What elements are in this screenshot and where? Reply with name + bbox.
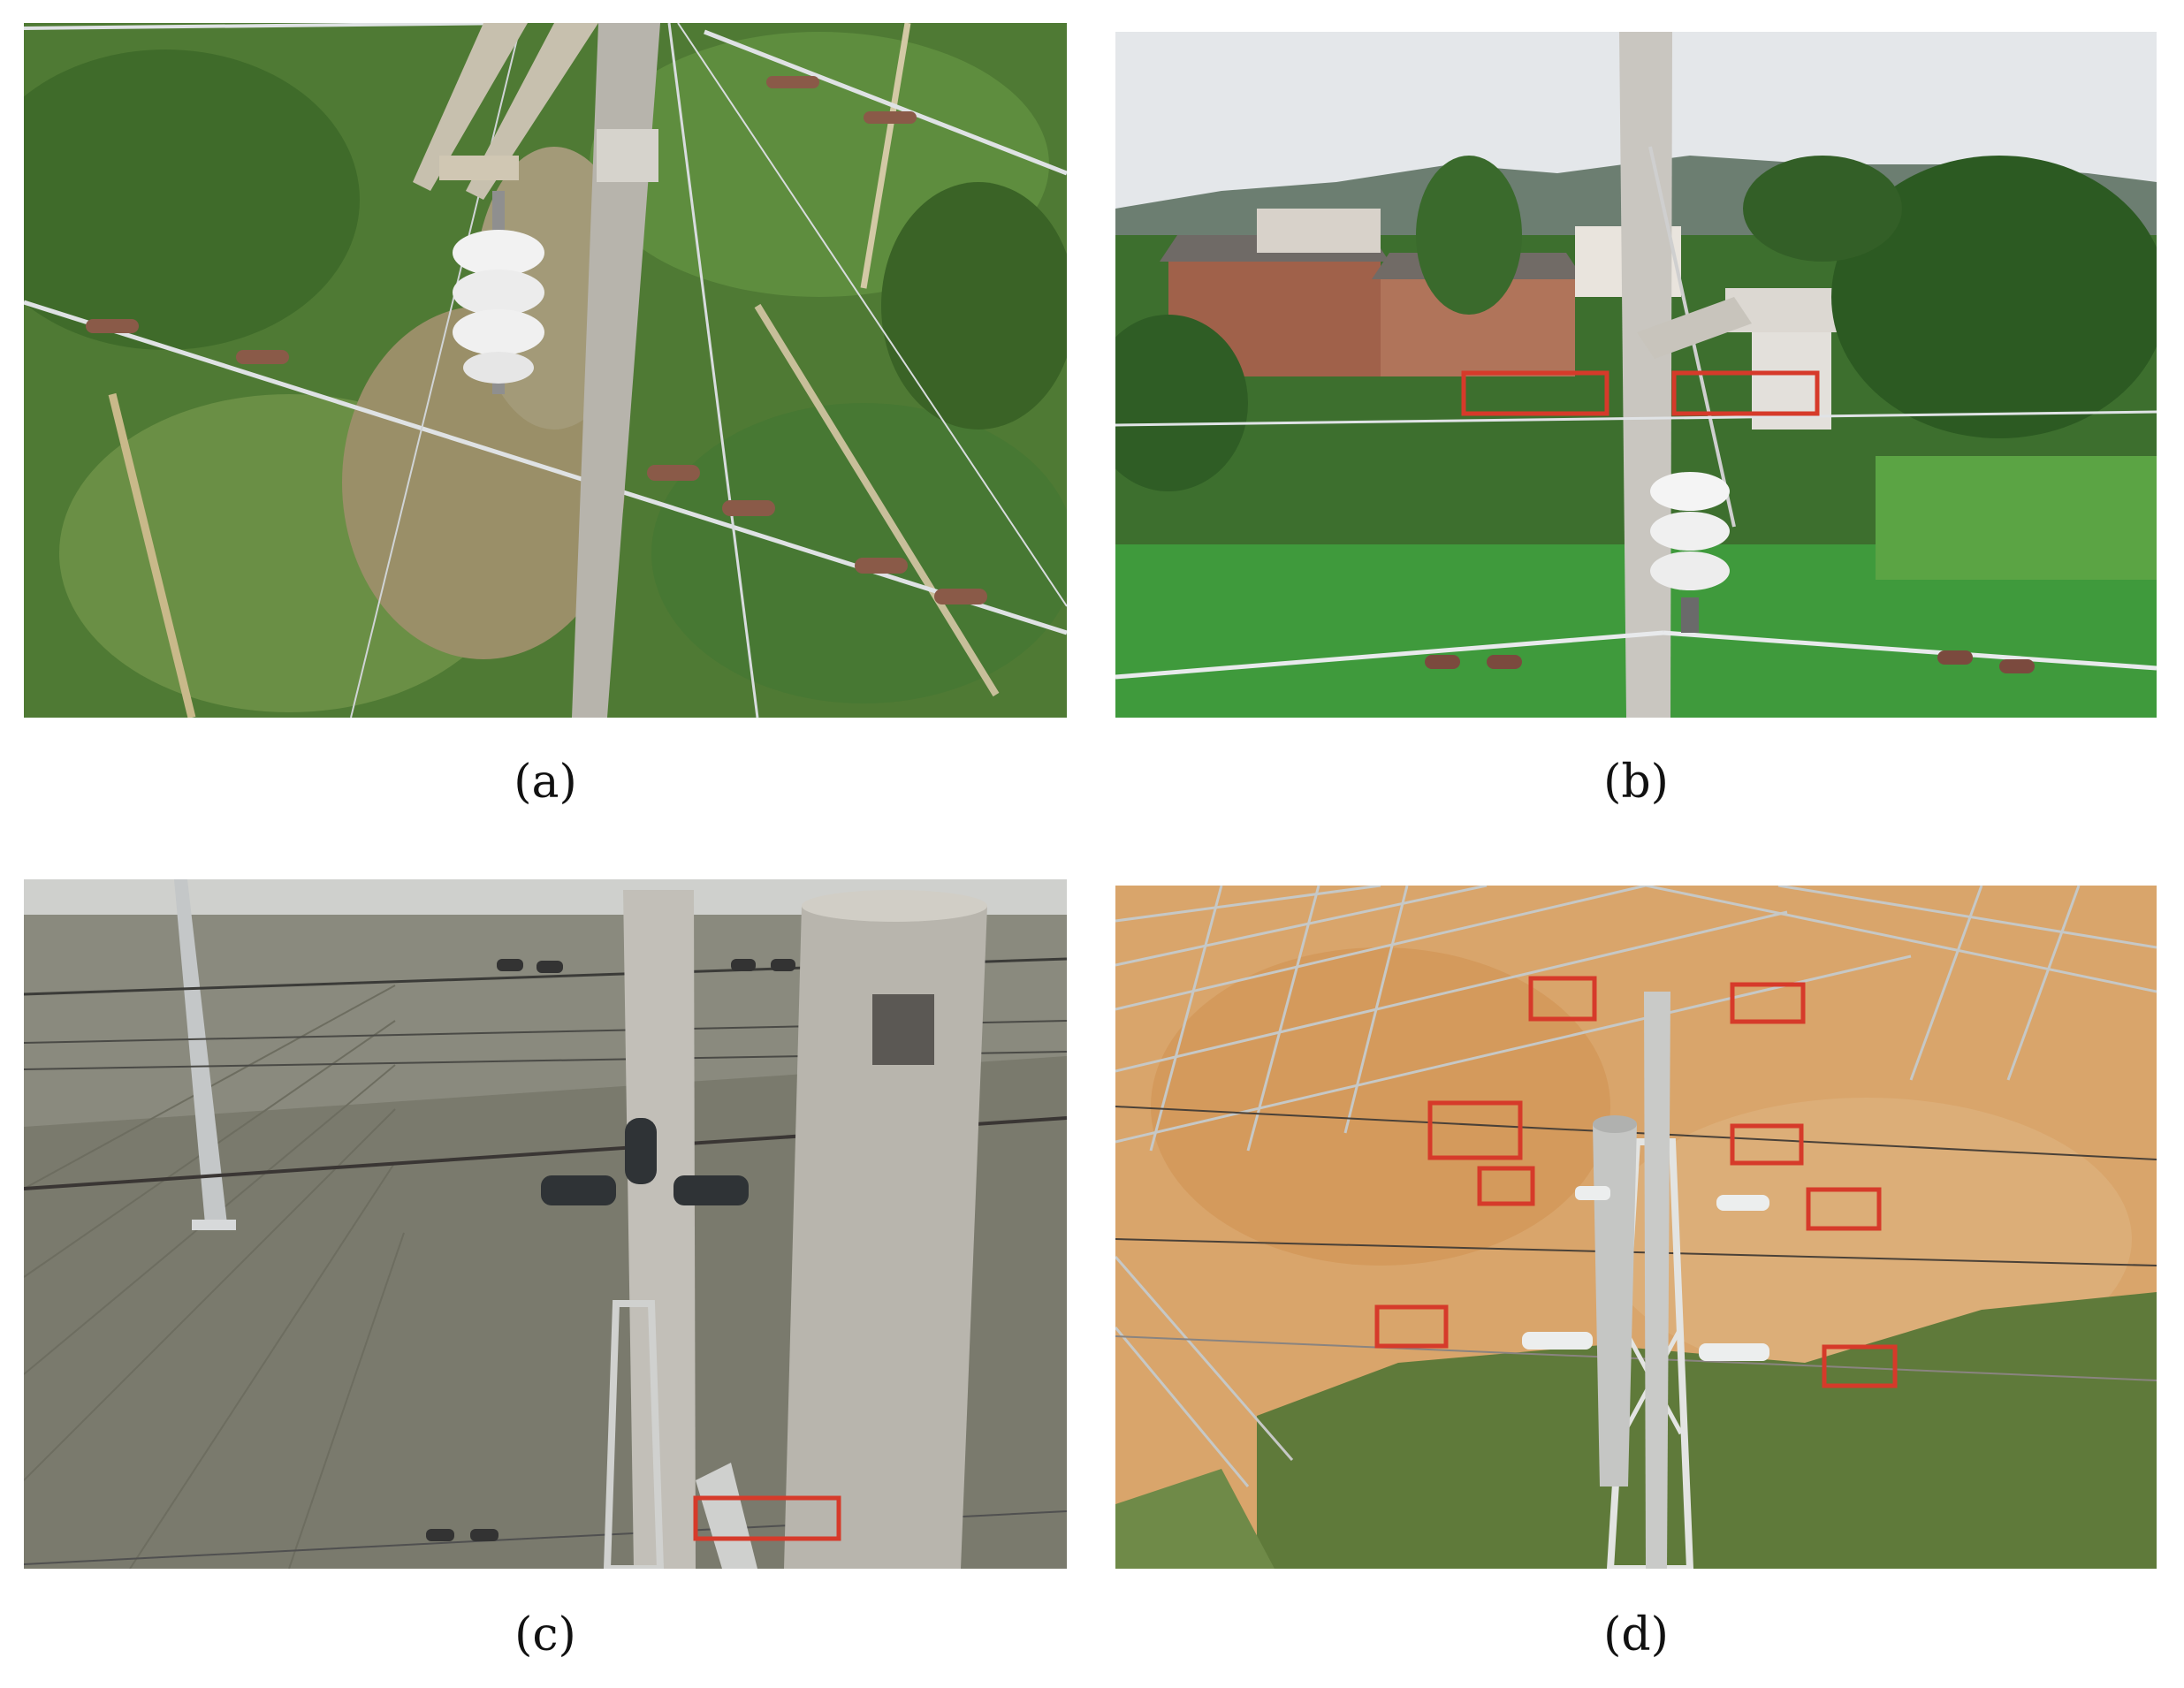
caption-a: (a) xyxy=(514,756,577,809)
photo-d-scene xyxy=(1115,886,2157,1569)
damper-marks xyxy=(86,76,987,604)
detection-box xyxy=(1461,370,1609,416)
caption-d: (d) xyxy=(1603,1608,1669,1661)
damper-marks xyxy=(426,959,795,1541)
detection-boxes xyxy=(1374,976,1898,1388)
caption-b: (b) xyxy=(1603,756,1669,809)
photo-c-scene xyxy=(24,879,1067,1569)
solar-frame-lines xyxy=(1115,886,2157,1487)
detection-box xyxy=(1671,370,1820,416)
photo-panel-c xyxy=(24,879,1067,1569)
photo-panel-d xyxy=(1115,886,2157,1569)
photo-panel-a xyxy=(24,23,1067,718)
caption-c: (c) xyxy=(514,1608,576,1661)
photo-a-scene xyxy=(24,23,1067,718)
insulator-marks xyxy=(1522,1186,1769,1361)
detection-box xyxy=(693,1495,841,1541)
field-rows xyxy=(24,985,405,1569)
damper-marks xyxy=(1425,650,2035,673)
photo-panel-b xyxy=(1115,32,2157,718)
photo-b-scene xyxy=(1115,32,2157,718)
